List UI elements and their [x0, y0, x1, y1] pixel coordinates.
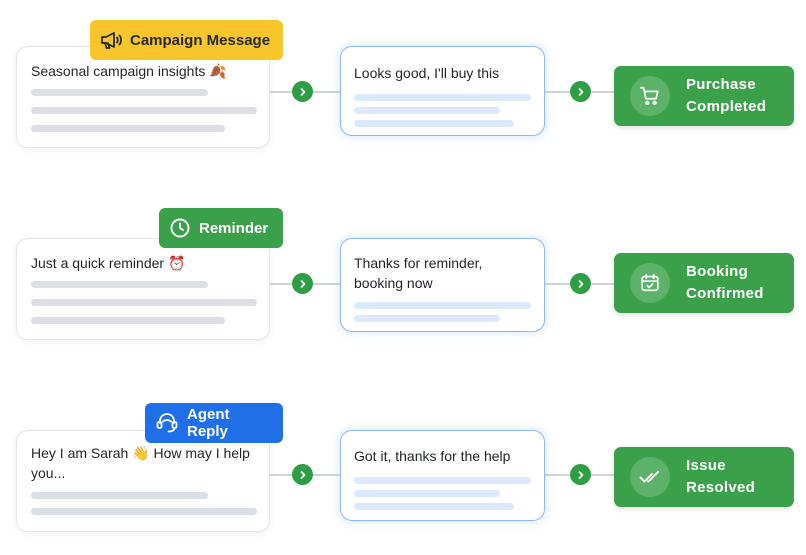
reply-text: Looks good, I'll buy this [354, 65, 500, 81]
reminder-tag: Reminder [159, 208, 283, 248]
arrow-right-icon [570, 81, 591, 102]
placeholder-line [354, 107, 500, 114]
message-text: Just a quick reminder ⏰ [31, 255, 186, 271]
campaign-message-card: Seasonal campaign insights 🍂 [16, 46, 270, 148]
campaign-message-tag: Campaign Message [90, 20, 283, 60]
tag-label: Agent Reply [187, 406, 230, 440]
placeholder-line [354, 490, 500, 497]
result-line-1: Issue [686, 457, 726, 474]
placeholder-line [354, 302, 531, 309]
reply-text: Thanks for reminder, booking now [354, 255, 483, 291]
placeholder-line [31, 317, 225, 324]
customer-reply-card: Looks good, I'll buy this [340, 46, 545, 136]
clock-icon [169, 217, 191, 239]
arrow-right-icon [570, 464, 591, 485]
agent-reply-tag: Agent Reply [145, 403, 283, 443]
result-label: Booking Confirmed [686, 261, 764, 305]
headset-icon [155, 412, 179, 434]
result-line-2: Confirmed [686, 285, 764, 302]
reply-text: Got it, thanks for the help [354, 448, 511, 464]
flow-agent-reply: Hey I am Sarah 👋 How may I help you... A… [0, 385, 806, 555]
megaphone-icon [100, 30, 122, 50]
result-line-2: Completed [686, 98, 767, 115]
booking-confirmed-badge: Booking Confirmed [614, 253, 794, 313]
flow-reminder: Just a quick reminder ⏰ Reminder Thanks … [0, 190, 806, 360]
placeholder-line [354, 94, 531, 101]
double-check-icon [630, 457, 670, 497]
arrow-right-icon [292, 464, 313, 485]
placeholder-line [354, 477, 531, 484]
placeholder-line [354, 120, 514, 127]
result-line-1: Purchase [686, 76, 756, 93]
customer-reply-card: Got it, thanks for the help [340, 430, 545, 521]
result-label: Issue Resolved [686, 455, 755, 499]
arrow-right-icon [292, 81, 313, 102]
flow-campaign: Seasonal campaign insights 🍂 Campaign Me… [0, 0, 806, 170]
tag-label: Reminder [199, 219, 269, 237]
result-label: Purchase Completed [686, 74, 766, 118]
placeholder-line [354, 503, 514, 510]
arrow-right-icon [292, 273, 313, 294]
placeholder-line [31, 125, 225, 132]
purchase-completed-badge: Purchase Completed [614, 66, 794, 126]
placeholder-line [354, 315, 500, 322]
placeholder-line [31, 508, 257, 515]
placeholder-line [31, 281, 208, 288]
placeholder-line [31, 107, 257, 114]
result-line-2: Resolved [686, 479, 756, 496]
message-text: Hey I am Sarah 👋 How may I help you... [31, 445, 250, 481]
shopping-cart-icon [630, 76, 670, 116]
result-line-1: Booking [686, 263, 749, 280]
reminder-message-card: Just a quick reminder ⏰ [16, 238, 270, 340]
message-text: Seasonal campaign insights 🍂 [31, 63, 227, 79]
issue-resolved-badge: Issue Resolved [614, 447, 794, 507]
tag-label: Campaign Message [130, 31, 271, 49]
calendar-check-icon [630, 263, 670, 303]
placeholder-line [31, 299, 257, 306]
placeholder-line [31, 492, 208, 499]
agent-message-card: Hey I am Sarah 👋 How may I help you... [16, 430, 270, 532]
arrow-right-icon [570, 273, 591, 294]
placeholder-line [31, 89, 208, 96]
customer-reply-card: Thanks for reminder, booking now [340, 238, 545, 332]
